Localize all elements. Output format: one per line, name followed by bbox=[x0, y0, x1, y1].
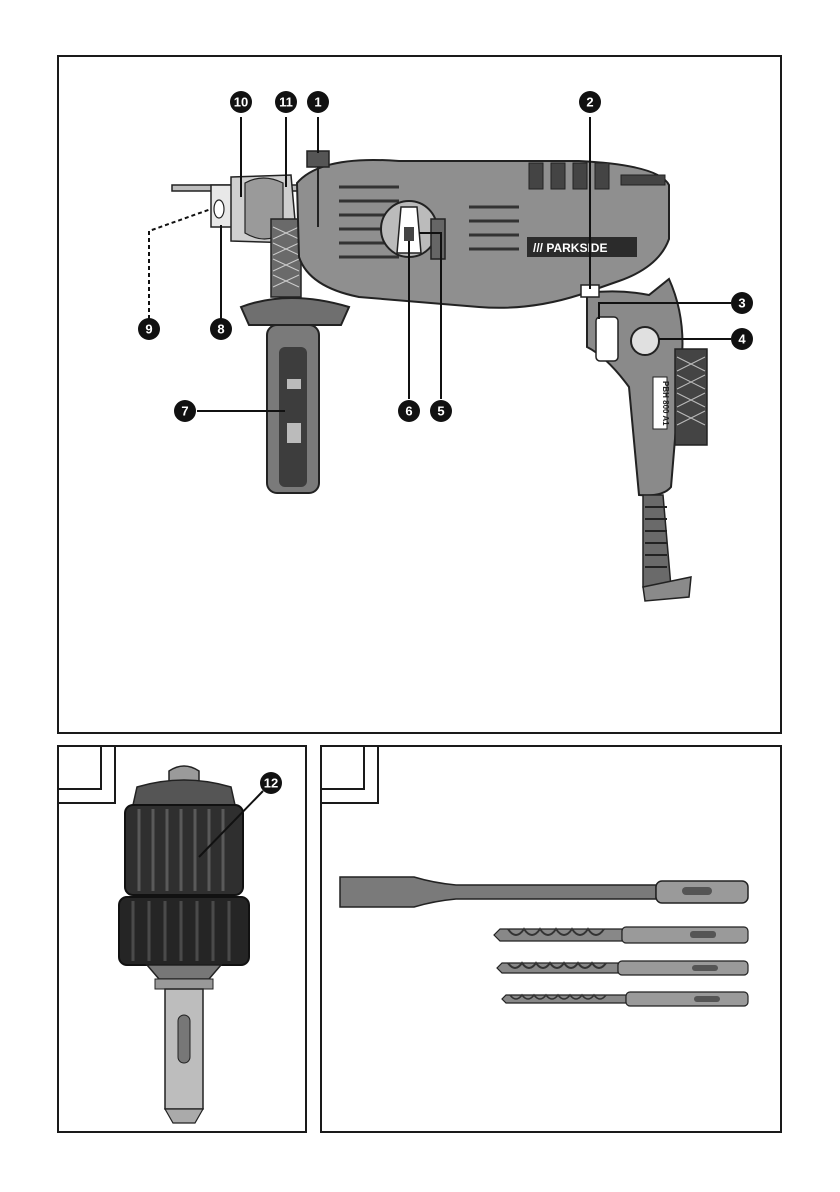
model-plate: PBH 800 A1 bbox=[661, 381, 670, 426]
callout-9: 9 bbox=[138, 318, 160, 340]
callout-8: 8 bbox=[210, 318, 232, 340]
svg-text:2: 2 bbox=[586, 95, 593, 110]
callout-5: 5 bbox=[430, 400, 452, 422]
callout-6: 6 bbox=[398, 400, 420, 422]
depth-stop-knob bbox=[307, 151, 329, 167]
svg-text:4: 4 bbox=[738, 332, 746, 347]
svg-text:7: 7 bbox=[181, 404, 188, 419]
rotary-hammer-illustration: /// PARKSIDE PBH 800 A1 bbox=[59, 57, 784, 736]
figure-tab bbox=[59, 747, 101, 789]
svg-text:10: 10 bbox=[234, 95, 248, 110]
svg-text:8: 8 bbox=[217, 322, 224, 337]
sds-drill-bit-medium bbox=[497, 961, 748, 975]
keyless-chuck-illustration: 12 bbox=[59, 747, 309, 1135]
svg-text:5: 5 bbox=[437, 404, 444, 419]
bits-figure-panel bbox=[320, 745, 782, 1133]
svg-text:12: 12 bbox=[264, 776, 278, 791]
power-cord-sleeve bbox=[643, 495, 691, 601]
callout-3: 3 bbox=[731, 292, 753, 314]
svg-text:11: 11 bbox=[279, 95, 293, 110]
chuck-figure-panel: 12 bbox=[57, 745, 307, 1133]
callout-4: 4 bbox=[731, 328, 753, 350]
main-figure-panel: /// PARKSIDE PBH 800 A1 bbox=[57, 55, 782, 734]
sds-drill-bit-large bbox=[494, 927, 748, 943]
brand-label: /// PARKSIDE bbox=[533, 241, 607, 255]
callout-7: 7 bbox=[174, 400, 196, 422]
svg-text:9: 9 bbox=[145, 322, 152, 337]
callout-1: 1 bbox=[307, 91, 329, 113]
callout-11: 11 bbox=[275, 91, 297, 113]
sds-drill-bit-small bbox=[502, 992, 748, 1006]
svg-text:3: 3 bbox=[738, 296, 745, 311]
flat-chisel bbox=[340, 877, 748, 907]
selector-lock-button bbox=[431, 219, 445, 259]
callout-12: 12 bbox=[260, 772, 282, 794]
callout-10: 10 bbox=[230, 91, 252, 113]
drill-chuck bbox=[119, 766, 249, 1123]
svg-text:6: 6 bbox=[405, 404, 412, 419]
drill-bits-illustration bbox=[322, 747, 784, 1135]
leader-9 bbox=[149, 209, 211, 319]
auxiliary-side-handle bbox=[241, 298, 349, 493]
svg-text:1: 1 bbox=[314, 95, 321, 110]
callout-2: 2 bbox=[579, 91, 601, 113]
figure-tab bbox=[322, 747, 364, 789]
